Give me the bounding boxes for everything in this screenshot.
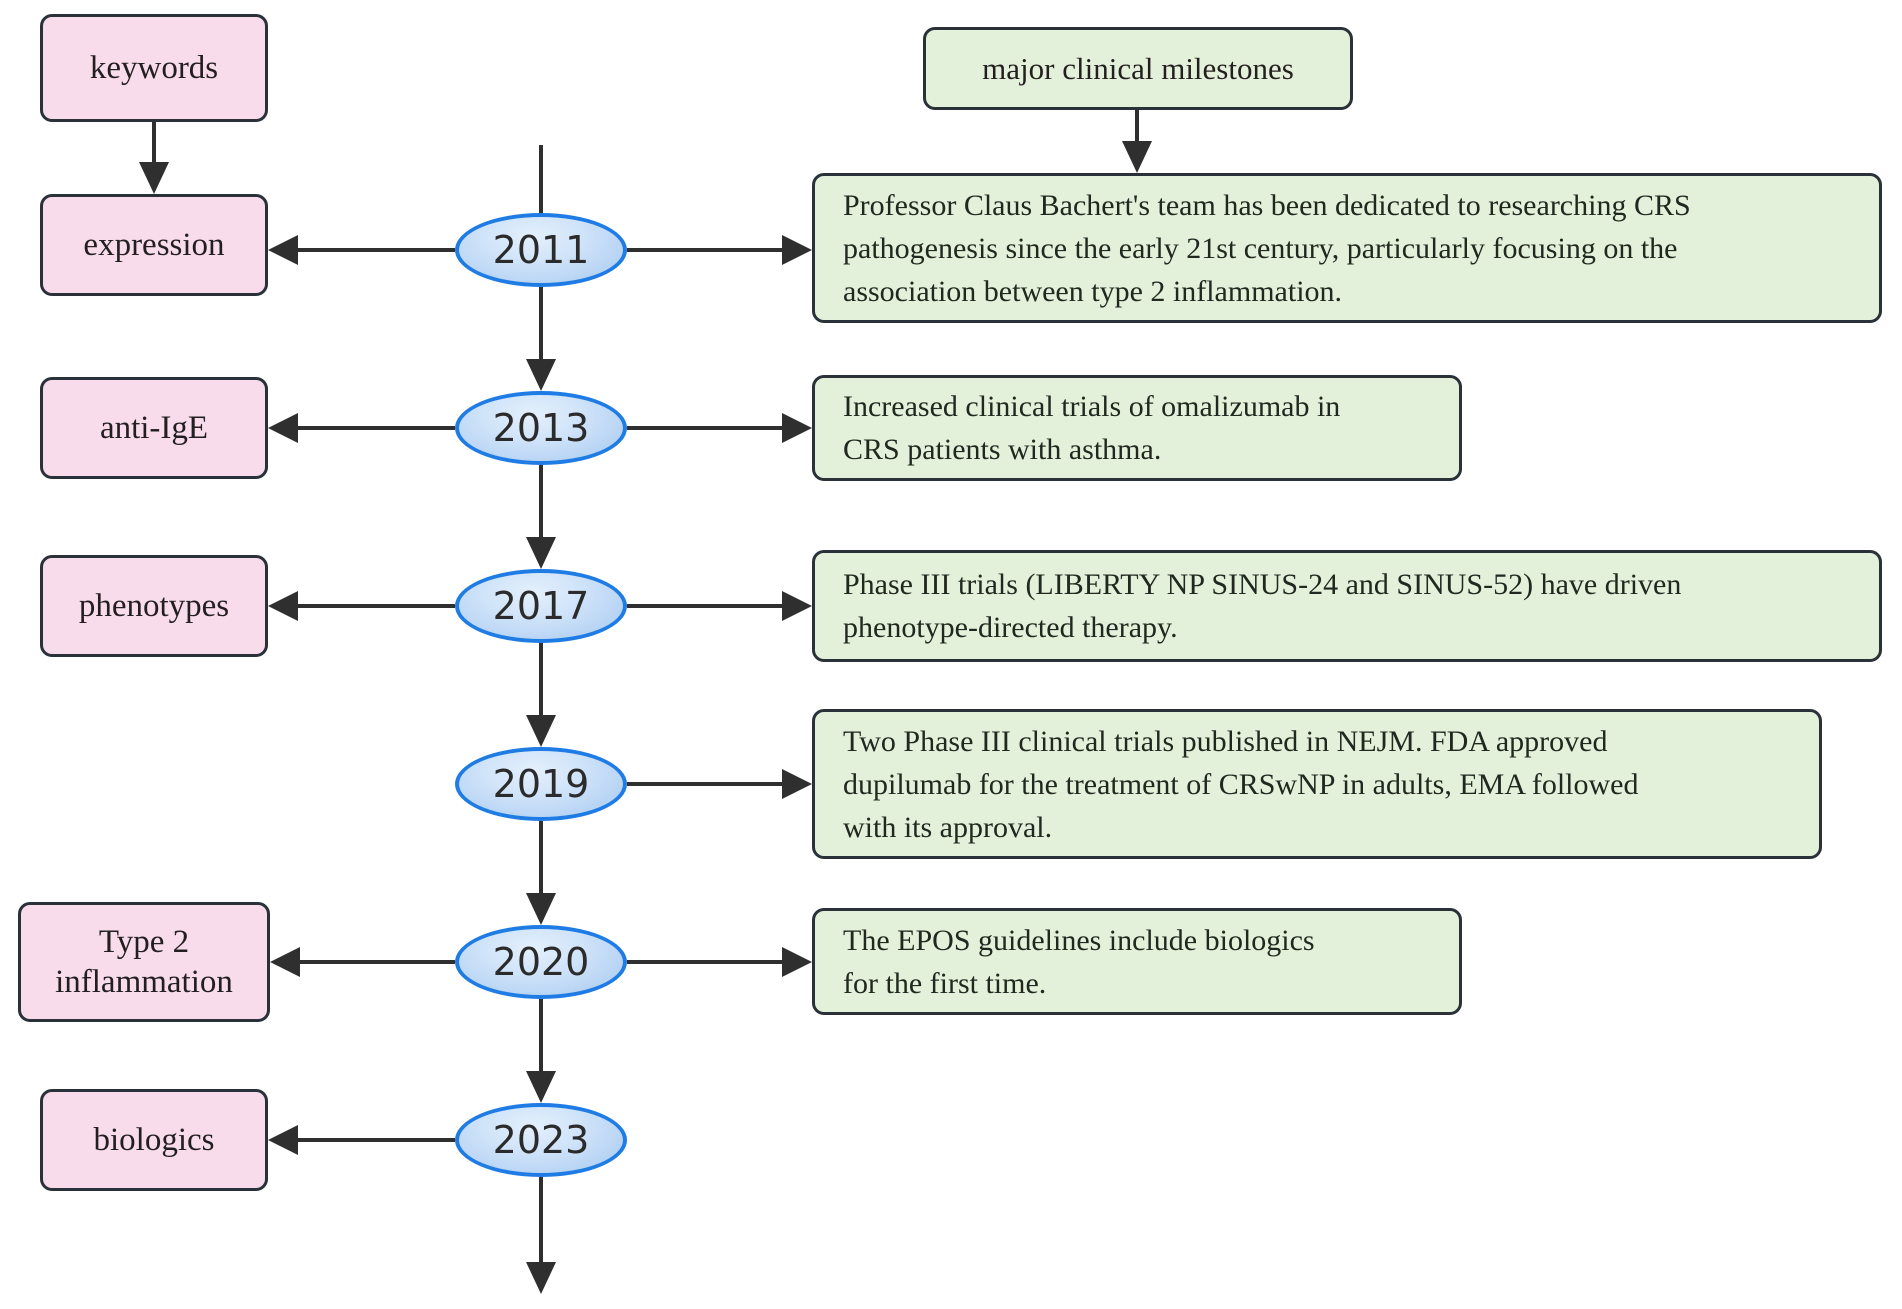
arrow-2013-2017-head: [526, 537, 556, 569]
year-node-2013: 2013: [455, 391, 627, 465]
keywords-legend-box: keywords: [40, 14, 268, 122]
keyword-box-anti-ige: anti-IgE: [40, 377, 268, 479]
arrow-left-2017-shaft: [298, 604, 455, 608]
arrow-right-2011-shaft: [627, 248, 782, 252]
keyword-box-type2-inflammation: Type 2 inflammation: [18, 902, 270, 1022]
arrow-milestones-to-first-head: [1122, 141, 1152, 173]
milestone-box-2020: The EPOS guidelines include biologics fo…: [812, 908, 1462, 1015]
year-node-2019: 2019: [455, 747, 627, 821]
arrow-keywords-to-expression-head: [139, 162, 169, 194]
arrow-2023-end-shaft: [539, 1177, 543, 1262]
arrow-2017-2019-shaft: [539, 643, 543, 715]
arrow-2011-2013-shaft: [539, 287, 543, 359]
milestone-box-2011: Professor Claus Bachert's team has been …: [812, 173, 1882, 323]
arrow-right-2011-head: [782, 235, 812, 265]
year-node-2011: 2011: [455, 213, 627, 287]
arrow-left-2023-head: [268, 1125, 298, 1155]
keyword-box-phenotypes: phenotypes: [40, 555, 268, 657]
arrow-2020-2023-shaft: [539, 999, 543, 1071]
year-node-2023: 2023: [455, 1103, 627, 1177]
year-node-2020: 2020: [455, 925, 627, 999]
arrow-right-2017-shaft: [627, 604, 782, 608]
arrow-right-2020-head: [782, 947, 812, 977]
arrow-left-2013-head: [268, 413, 298, 443]
arrow-2020-2023-head: [526, 1071, 556, 1103]
arrow-2019-2020-head: [526, 893, 556, 925]
arrow-left-2020-head: [270, 947, 300, 977]
arrow-right-2017-head: [782, 591, 812, 621]
arrow-left-2020-shaft: [300, 960, 455, 964]
arrow-keywords-to-expression-shaft: [152, 122, 156, 162]
arrow-2023-end-head: [526, 1262, 556, 1294]
arrow-left-2023-shaft: [298, 1138, 455, 1142]
arrow-2011-2013-head: [526, 359, 556, 391]
year-node-2017: 2017: [455, 569, 627, 643]
arrow-left-2017-head: [268, 591, 298, 621]
arrow-2017-2019-head: [526, 715, 556, 747]
arrow-2013-2017-shaft: [539, 465, 543, 537]
arrow-milestones-to-first-shaft: [1135, 110, 1139, 141]
arrow-2019-2020-shaft: [539, 821, 543, 893]
arrow-right-2013-head: [782, 413, 812, 443]
keyword-box-expression: expression: [40, 194, 268, 296]
arrow-left-2011-head: [268, 235, 298, 265]
milestone-box-2017: Phase III trials (LIBERTY NP SINUS-24 an…: [812, 550, 1882, 662]
arrow-right-2020-shaft: [627, 960, 782, 964]
timeline-line-top: [539, 145, 543, 213]
arrow-right-2019-head: [782, 769, 812, 799]
arrow-left-2013-shaft: [298, 426, 455, 430]
milestones-legend-box: major clinical milestones: [923, 27, 1353, 110]
milestone-box-2019: Two Phase III clinical trials published …: [812, 709, 1822, 859]
milestone-box-2013: Increased clinical trials of omalizumab …: [812, 375, 1462, 481]
keyword-box-biologics: biologics: [40, 1089, 268, 1191]
arrow-right-2019-shaft: [627, 782, 782, 786]
arrow-right-2013-shaft: [627, 426, 782, 430]
arrow-left-2011-shaft: [298, 248, 455, 252]
